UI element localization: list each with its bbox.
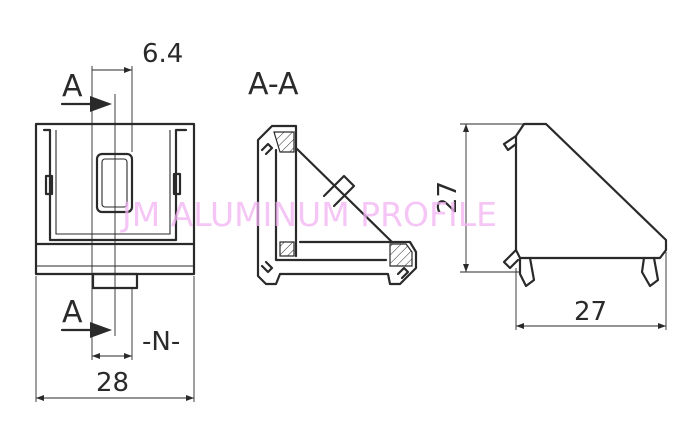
front-slot-inner: [101, 158, 128, 208]
section-arrow-bottom-head: [90, 322, 112, 338]
dim-base-arrow-right: [658, 323, 666, 329]
dim-height-label: 27: [433, 181, 463, 214]
side-foot-left: [518, 256, 536, 288]
section-diagonal-rib: [322, 174, 356, 208]
front-left-bump: [44, 174, 54, 196]
front-view: A A 6.4 -N- 28: [34, 39, 196, 402]
side-foot-right: [640, 256, 660, 288]
section-hatch-right: [389, 243, 413, 267]
dim-28-arrow-right: [186, 395, 194, 401]
dim-base-label: 27: [574, 297, 607, 327]
dim-width-label: 28: [96, 368, 129, 398]
section-outer-profile: [256, 124, 418, 286]
section-arrow-top-head: [90, 96, 112, 112]
dim-n-arrow-right: [124, 353, 132, 359]
dim-offset-label: 6.4: [142, 39, 183, 69]
dim-slot-label: -N-: [142, 327, 180, 357]
section-inner-wall: [274, 148, 388, 262]
side-view: 27 27: [433, 122, 668, 330]
dim-height-arrow-bottom: [463, 264, 469, 272]
section-label-bottom: A: [62, 295, 83, 330]
front-inner-face: [42, 128, 188, 242]
section-hatch-top: [273, 131, 295, 153]
section-title: A-A: [248, 67, 299, 102]
dim-28-arrow-left: [36, 395, 44, 401]
front-right-bump: [172, 172, 182, 196]
dim-n-arrow-left: [92, 353, 100, 359]
section-hook-bottom-right: [396, 266, 410, 280]
section-view: A-A: [248, 67, 418, 286]
side-clip-top: [502, 134, 518, 152]
section-hook-bottom-left: [260, 260, 274, 274]
dim-64-arrow: [124, 67, 132, 73]
side-clip-bottom: [502, 248, 520, 270]
dim-base-arrow-left: [516, 323, 524, 329]
dim-height-arrow-top: [463, 124, 469, 132]
watermark-text: JM ALUMINUM PROFILE: [120, 195, 497, 234]
front-slot: [95, 152, 134, 214]
section-label-top: A: [62, 69, 83, 104]
section-hook-top: [260, 142, 274, 156]
side-outer-profile: [514, 122, 668, 260]
section-hatch-corner: [279, 241, 295, 257]
front-inner-face-edge: [55, 130, 171, 235]
